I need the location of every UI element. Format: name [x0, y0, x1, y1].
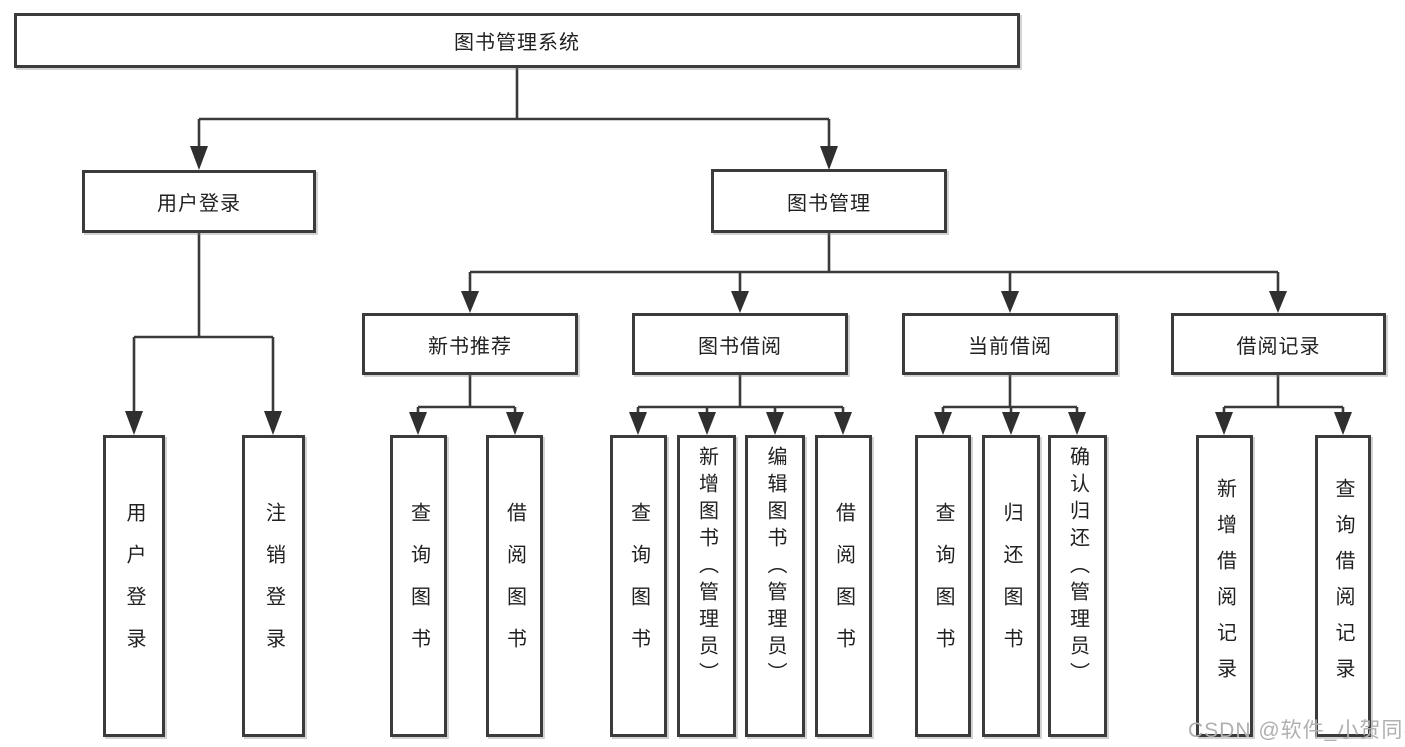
node-current-borrow: 当前借阅	[902, 313, 1118, 375]
leaf-borrow-books-label: 借阅图书	[832, 502, 855, 670]
leaf-user-login: 用户登录	[103, 435, 165, 737]
leaf-return-books-label: 归还图书	[1000, 502, 1022, 670]
leaf-borrow-books-recommend-label: 借阅图书	[503, 502, 526, 670]
leaf-add-book-admin: 新增图书（管理员）	[677, 435, 736, 737]
connector-user-login	[132, 233, 275, 413]
leaf-borrow-books-recommend: 借阅图书	[486, 435, 543, 737]
node-new-book-recommend: 新书推荐	[362, 313, 578, 375]
leaf-query-books-current: 查询图书	[915, 435, 971, 737]
node-root: 图书管理系统	[14, 13, 1020, 68]
leaf-confirm-return-admin-label: 确认归还（管理员）	[1066, 446, 1089, 689]
leaf-add-borrow-record-label: 新增借阅记录	[1213, 478, 1236, 694]
leaf-return-books: 归还图书	[982, 435, 1040, 737]
watermark: CSDN @软件_小贺同学	[1188, 719, 1405, 742]
node-book-borrow: 图书借阅	[632, 313, 848, 375]
leaf-logout-label: 注销登录	[262, 502, 285, 670]
node-book-management-label: 图书管理	[787, 192, 871, 215]
node-borrow-records: 借阅记录	[1171, 313, 1386, 375]
leaf-logout: 注销登录	[242, 435, 305, 737]
node-new-book-recommend-label: 新书推荐	[428, 335, 512, 358]
leaf-query-borrow-record-label: 查询借阅记录	[1332, 478, 1354, 694]
node-book-management: 图书管理	[711, 169, 947, 233]
connector-book-borrow	[636, 375, 845, 414]
connector-current-borrow	[941, 375, 1079, 414]
node-user-login: 用户登录	[82, 170, 316, 233]
node-user-login-label: 用户登录	[157, 193, 241, 215]
connector-new-book	[416, 375, 517, 414]
leaf-query-books-recommend-label: 查询图书	[407, 502, 430, 670]
node-root-label: 图书管理系统	[454, 32, 580, 54]
leaf-query-borrow-record: 查询借阅记录	[1315, 435, 1371, 737]
connector-borrow-records	[1222, 375, 1345, 414]
leaf-query-books-recommend: 查询图书	[390, 435, 447, 737]
leaf-edit-book-admin: 编辑图书（管理员）	[745, 435, 805, 737]
leaf-confirm-return-admin: 确认归还（管理员）	[1048, 435, 1107, 737]
node-book-borrow-label: 图书借阅	[698, 335, 782, 358]
leaf-add-borrow-record: 新增借阅记录	[1196, 435, 1253, 737]
node-current-borrow-label: 当前借阅	[968, 335, 1052, 358]
leaf-query-books-borrow: 查询图书	[610, 435, 667, 737]
leaf-query-books-borrow-label: 查询图书	[627, 502, 650, 670]
leaf-add-book-admin-label: 新增图书（管理员）	[695, 446, 718, 689]
leaf-borrow-books: 借阅图书	[815, 435, 872, 737]
connector-book-management	[468, 233, 1280, 293]
node-borrow-records-label: 借阅记录	[1236, 335, 1321, 358]
leaf-query-books-current-label: 查询图书	[932, 502, 954, 670]
connector-root	[197, 68, 831, 148]
leaf-user-login-label: 用户登录	[123, 502, 145, 670]
leaf-edit-book-admin-label: 编辑图书（管理员）	[764, 446, 786, 689]
arrowheads	[125, 146, 1352, 435]
